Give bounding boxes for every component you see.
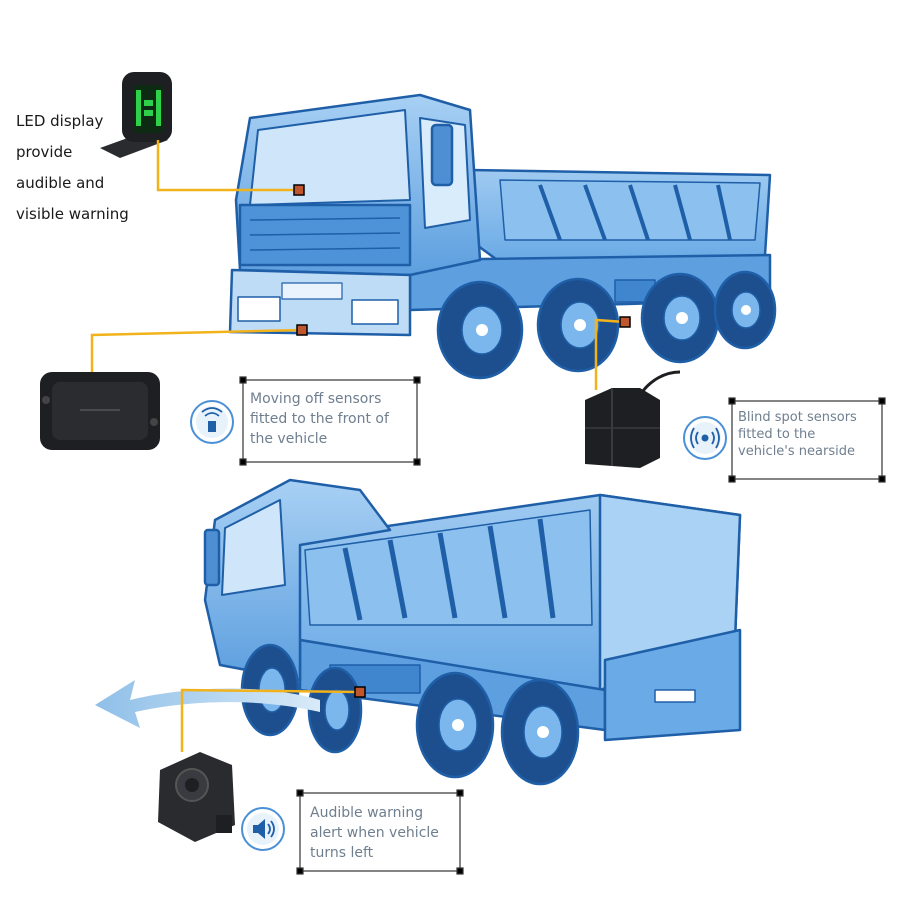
bottom-windscreen xyxy=(221,499,286,596)
led-display-caption-line-1: LED display xyxy=(16,112,104,130)
moving-off-caption-line-3: the vehicle xyxy=(250,431,328,447)
audible-alert-caption-line-2: alert when vehicle xyxy=(310,825,439,841)
audible-alert-caption: Audible warning alert when vehicle turns… xyxy=(310,803,439,863)
audible-alert-caption-line-3: turns left xyxy=(310,845,374,861)
led-display-caption-line-3: audible and xyxy=(16,174,105,192)
blind-spot-sensor-device xyxy=(585,370,681,468)
moving-off-sensor-device xyxy=(40,372,160,450)
top-wheels xyxy=(436,270,777,380)
led-display-caption-line-4: visible warning xyxy=(16,205,129,223)
blind-spot-caption-line-3: vehicle's nearside xyxy=(738,444,855,459)
bottom-truck xyxy=(203,478,742,786)
moving-off-caption-line-1: Moving off sensors xyxy=(250,391,382,407)
blind-spot-caption-line-2: fitted to the xyxy=(738,427,816,442)
led-display-device xyxy=(100,72,172,158)
callout-box-moving-off xyxy=(239,376,421,466)
top-windscreen xyxy=(249,109,411,206)
sensor-markers xyxy=(293,184,631,698)
leader-lines xyxy=(90,140,626,752)
led-display-caption-line-2: provide xyxy=(16,143,73,161)
audible-alert-caption-line-1: Audible warning xyxy=(310,805,424,821)
radar-signal-icon xyxy=(683,416,727,460)
callout-box-audible xyxy=(296,789,464,875)
audible-alarm-device xyxy=(158,752,235,842)
speaker-icon xyxy=(241,807,285,851)
top-truck xyxy=(228,93,777,380)
callout-box-blind-spot xyxy=(728,397,886,483)
led-display-caption: LED display provide audible and visible … xyxy=(16,106,166,230)
sensor-wave-icon xyxy=(190,400,234,444)
moving-off-caption: Moving off sensors fitted to the front o… xyxy=(250,389,389,449)
blind-spot-caption: Blind spot sensors fitted to the vehicle… xyxy=(738,409,857,460)
moving-off-caption-line-2: fitted to the front of xyxy=(250,411,389,427)
blind-spot-caption-line-1: Blind spot sensors xyxy=(738,410,857,425)
